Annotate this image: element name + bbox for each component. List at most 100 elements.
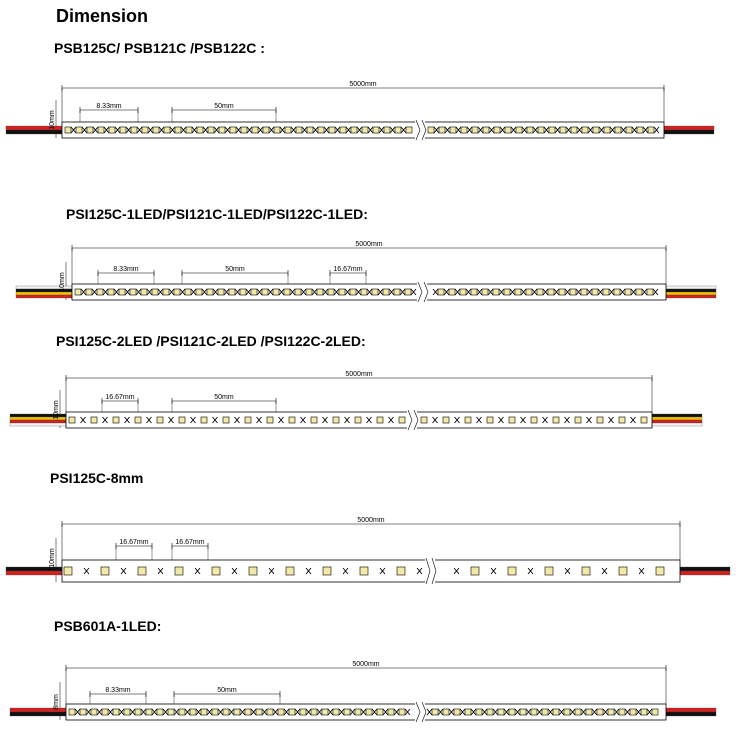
cut-mark xyxy=(157,288,164,296)
cut-mark xyxy=(388,416,394,424)
led-chip xyxy=(200,416,208,424)
led-strip-4 xyxy=(5,524,731,585)
led-chip xyxy=(559,126,567,134)
led-chip xyxy=(68,416,76,424)
led-chip xyxy=(591,288,599,296)
cut-mark xyxy=(554,126,561,134)
cut-mark xyxy=(256,288,263,296)
led-chip xyxy=(317,126,325,134)
cut-mark xyxy=(635,708,642,716)
led-chip xyxy=(570,126,578,134)
led-chip xyxy=(376,708,384,716)
cut-mark xyxy=(379,567,386,575)
cut-mark xyxy=(499,126,506,134)
cut-mark xyxy=(466,126,473,134)
cut-mark xyxy=(228,708,235,716)
wire-left xyxy=(5,570,63,576)
led-chip xyxy=(118,288,126,296)
led-chip xyxy=(140,288,148,296)
led-chip xyxy=(398,416,406,424)
led-chip xyxy=(574,416,582,424)
cut-mark xyxy=(103,126,110,134)
led-chip xyxy=(134,416,142,424)
cut-mark xyxy=(459,708,466,716)
led-chip xyxy=(316,288,324,296)
cut-mark xyxy=(620,126,627,134)
led-chip xyxy=(299,708,307,716)
cut-mark xyxy=(378,126,385,134)
cut-mark xyxy=(157,567,164,575)
led-chip xyxy=(569,288,577,296)
led-chip xyxy=(354,416,362,424)
led-chip xyxy=(156,708,164,716)
wire-right xyxy=(679,566,731,572)
led-chip xyxy=(365,708,373,716)
cut-mark xyxy=(601,567,608,575)
cut-mark xyxy=(389,126,396,134)
led-chip xyxy=(404,288,412,296)
led-chip xyxy=(453,708,461,716)
cut-mark xyxy=(234,288,241,296)
led-chip xyxy=(464,708,472,716)
height-dimension-label-5: 8mm xyxy=(53,694,60,710)
led-chip xyxy=(306,126,314,134)
led-chip xyxy=(503,288,511,296)
wire-right xyxy=(665,288,717,293)
cut-mark xyxy=(399,288,406,296)
led-chip xyxy=(222,416,230,424)
led-chip xyxy=(442,708,450,716)
cut-mark xyxy=(250,708,257,716)
length-dimension-1-label: 5000mm xyxy=(349,81,376,88)
led-chip xyxy=(497,708,505,716)
cut-mark xyxy=(344,416,350,424)
led-chip xyxy=(328,126,336,134)
cut-mark xyxy=(520,288,527,296)
cut-mark xyxy=(102,288,109,296)
cut-mark xyxy=(514,708,521,716)
dimension-segment-2-label: 50mm xyxy=(225,266,245,273)
cut-mark xyxy=(465,288,472,296)
led-chip xyxy=(90,708,98,716)
led-chip xyxy=(481,288,489,296)
cut-mark xyxy=(393,708,400,716)
wire-left xyxy=(9,422,67,427)
strip-body xyxy=(61,559,681,583)
cut-mark xyxy=(410,288,417,296)
cut-mark xyxy=(256,416,262,424)
cut-mark xyxy=(85,708,92,716)
section-label-4: PSI125C-8mm xyxy=(50,470,144,486)
led-chip xyxy=(592,126,600,134)
cut-mark xyxy=(124,288,131,296)
cut-mark xyxy=(301,126,308,134)
cut-mark xyxy=(653,126,660,134)
cut-mark xyxy=(509,288,516,296)
wire-right xyxy=(651,419,703,424)
cut-mark xyxy=(586,288,593,296)
led-chip xyxy=(596,708,604,716)
led-chip xyxy=(460,126,468,134)
led-chip xyxy=(129,288,137,296)
cut-mark xyxy=(162,708,169,716)
led-chip xyxy=(544,566,554,576)
led-chip xyxy=(486,416,494,424)
led-chip xyxy=(607,708,615,716)
cut-mark xyxy=(481,708,488,716)
cut-mark xyxy=(558,708,565,716)
cut-mark xyxy=(289,288,296,296)
length-dimension-4-label: 5000mm xyxy=(357,517,384,524)
led-chip xyxy=(382,288,390,296)
led-chip xyxy=(537,126,545,134)
led-chip xyxy=(482,126,490,134)
wire-right xyxy=(651,413,703,418)
height-dimension-label-2: 10mm xyxy=(59,272,66,292)
cut-mark xyxy=(490,567,497,575)
led-chip xyxy=(74,288,82,296)
led-chip xyxy=(530,416,538,424)
cut-mark xyxy=(455,126,462,134)
cut-mark xyxy=(333,288,340,296)
cut-mark xyxy=(638,567,645,575)
cut-mark xyxy=(136,126,143,134)
led-chip xyxy=(261,288,269,296)
cut-mark xyxy=(179,288,186,296)
